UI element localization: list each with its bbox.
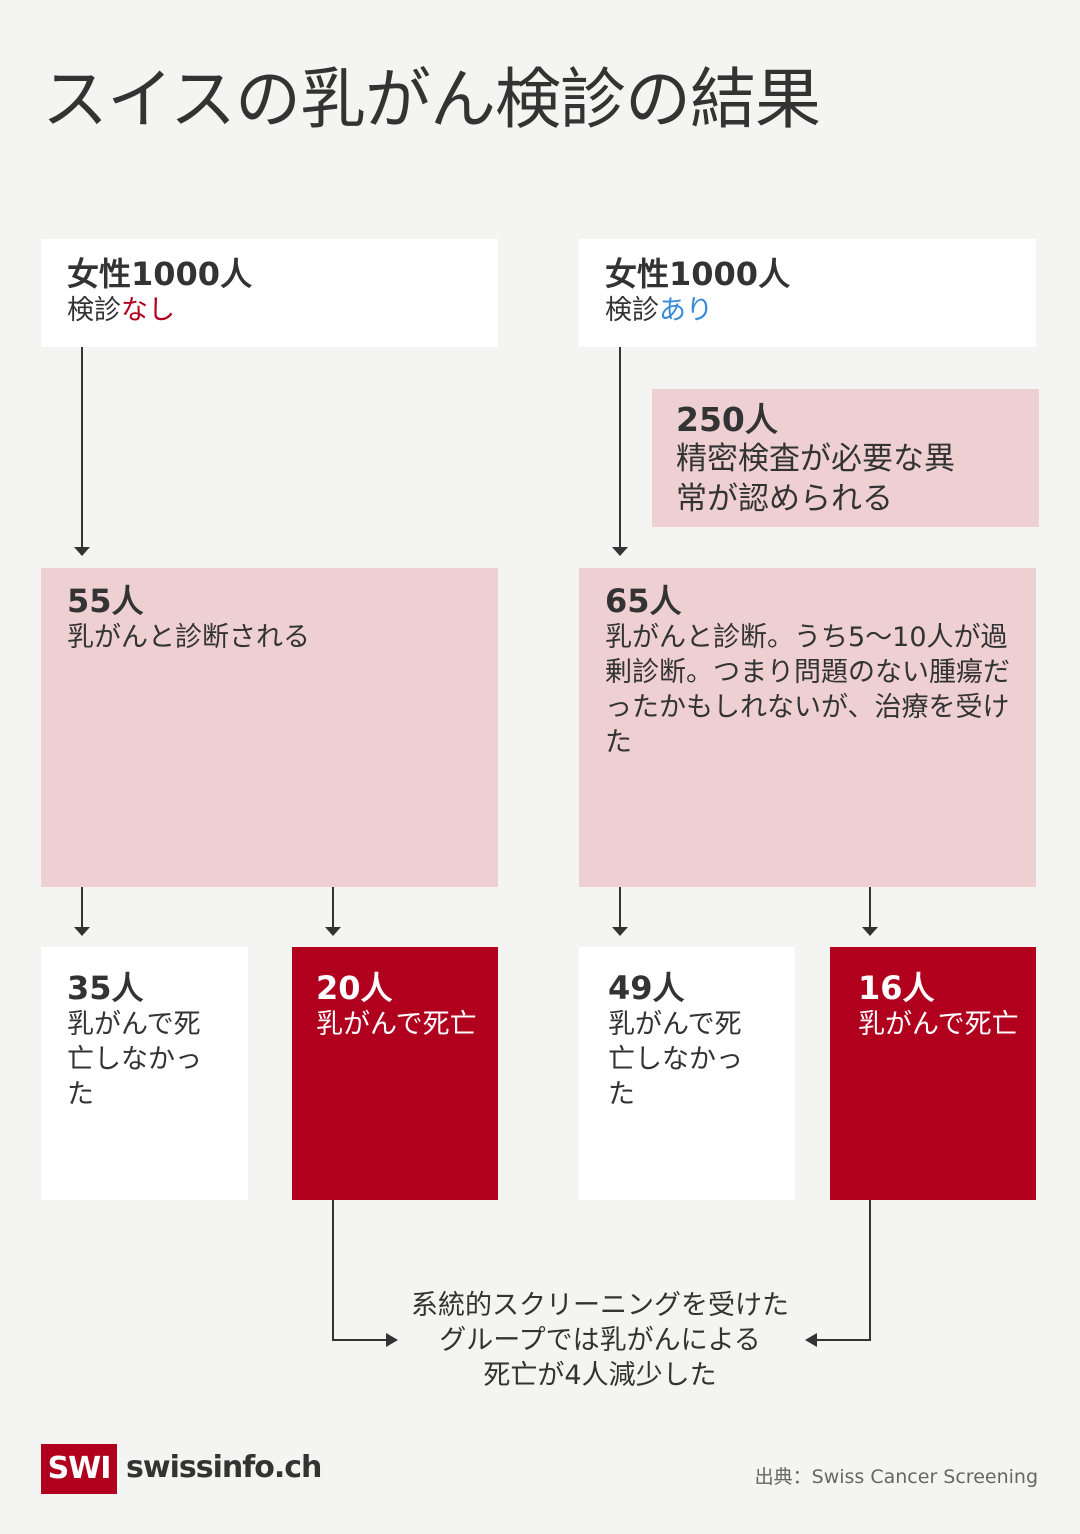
right-survived-box: 49人 乳がんで死 亡しなかっ た [579,947,795,1200]
left-survived-text: 乳がんで死 [67,1009,201,1040]
arrowhead-icon [325,927,341,936]
right-abnormal-count: 250人 [676,400,778,439]
left-header-accent: なし [121,295,175,326]
right-abnormal-box: 250人 精密検査が必要な異 常が認められる [652,389,1039,527]
right-header-label: 検診 [605,295,659,326]
right-survived-text: 乳がんで死 [608,1009,742,1040]
page-title: スイスの乳がん検診の結果 [42,61,821,138]
arrow-left-2 [81,887,83,929]
right-abnormal-text: 精密検査が必要な異 [676,441,955,477]
arrow-right-icon [386,1333,398,1347]
right-abnormal-text: 常が認められる [676,481,893,517]
left-header-box: 女性1000人 検診なし [41,239,498,347]
arrow-right-1 [619,347,621,549]
connector-left-h [332,1339,387,1341]
arrowhead-icon [612,927,628,936]
right-diagnosed-count: 65人 [605,582,682,620]
source-credit: 出典：Swiss Cancer Screening [754,1466,1038,1488]
arrowhead-icon [862,927,878,936]
right-survived-count: 49人 [608,969,685,1007]
left-diagnosed-text: 乳がんと診断される [67,622,310,653]
right-survived-text: 亡しなかっ [608,1044,743,1075]
left-died-box: 20人 乳がんで死亡 [292,947,498,1200]
left-header-label: 検診 [67,295,121,326]
left-diagnosed-count: 55人 [67,582,144,620]
brand-name[interactable]: swissinfo.ch [126,1450,322,1485]
right-died-count: 16人 [858,969,935,1007]
connector-right [869,1200,871,1341]
right-header-accent: あり [659,295,713,326]
left-diagnosed-box: 55人 乳がんと診断される [41,568,498,887]
right-died-box: 16人 乳がんで死亡 [830,947,1036,1200]
right-died-text: 乳がんで死亡 [858,1009,1019,1040]
left-survived-text: 亡しなかっ [67,1044,202,1075]
arrow-right-3 [869,887,871,929]
right-header-box: 女性1000人 検診あり [579,239,1036,347]
left-died-count: 20人 [316,969,393,1007]
right-diagnosed-text: ったかもしれないが、治療を受け [605,692,1010,723]
arrow-left-1 [81,347,83,549]
right-diagnosed-text: た [605,727,632,758]
left-survived-text: た [67,1079,94,1110]
conclusion: 系統的スクリーニングを受けた グループでは乳がんによる 死亡が4人減少した [380,1288,820,1393]
arrowhead-icon [74,927,90,936]
right-diagnosed-text: 乳がんと診断。うち5〜10人が過 [605,622,1008,653]
arrow-left-3 [332,887,334,929]
right-survived-text: た [608,1079,635,1110]
conclusion-line: 死亡が4人減少した [483,1360,717,1391]
left-died-text: 乳がんで死亡 [316,1009,477,1040]
right-header-count: 女性1000人 [605,255,791,293]
left-header-count: 女性1000人 [67,255,253,293]
swi-logo[interactable]: SWI [41,1444,117,1494]
right-diagnosed-box: 65人 乳がんと診断。うち5〜10人が過 剰診断。つまり問題のない腫瘍だ ったか… [579,568,1036,887]
connector-left [332,1200,334,1341]
arrowhead-icon [612,547,628,556]
connector-right-h [816,1339,871,1341]
left-survived-count: 35人 [67,969,144,1007]
left-survived-box: 35人 乳がんで死 亡しなかっ た [41,947,248,1200]
arrowhead-icon [74,547,90,556]
arrow-right-2 [619,887,621,929]
conclusion-line: 系統的スクリーニングを受けた [411,1290,789,1321]
conclusion-line: グループでは乳がんによる [439,1325,761,1356]
right-diagnosed-text: 剰診断。つまり問題のない腫瘍だ [605,657,1010,688]
arrow-left-icon [805,1333,817,1347]
